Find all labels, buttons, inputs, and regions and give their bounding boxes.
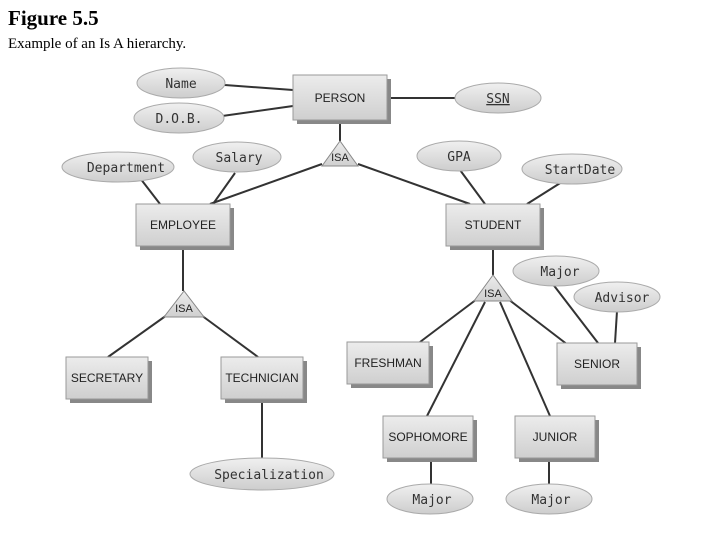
svg-text:Advisor: Advisor <box>595 291 650 306</box>
svg-text:STUDENT: STUDENT <box>465 218 522 232</box>
attribute-specialization: Specialization <box>189 457 335 491</box>
entity-sophomore: SOPHOMORE <box>382 415 477 462</box>
svg-text:ISA: ISA <box>331 152 349 164</box>
entity-freshman: FRESHMAN <box>346 341 433 388</box>
svg-text:SOPHOMORE: SOPHOMORE <box>388 430 467 444</box>
svg-text:Salary: Salary <box>216 151 263 166</box>
isa-person: ISA <box>321 140 359 167</box>
svg-text:Specialization: Specialization <box>214 468 324 483</box>
entity-secretary: SECRETARY <box>65 356 152 403</box>
svg-text:Major: Major <box>412 493 451 508</box>
isa-employee: ISA <box>162 290 206 318</box>
attribute-gpa: GPA <box>416 140 502 172</box>
entity-technician: TECHNICIAN <box>220 356 307 403</box>
svg-text:JUNIOR: JUNIOR <box>533 430 578 444</box>
svg-text:Department: Department <box>87 161 165 176</box>
svg-text:SENIOR: SENIOR <box>574 357 620 371</box>
svg-text:Name: Name <box>165 77 196 92</box>
attribute-dob: D.O.B. <box>133 102 225 134</box>
attribute-junior-major: Major <box>505 483 593 515</box>
svg-text:ISA: ISA <box>484 288 502 300</box>
attribute-salary: Salary <box>192 141 282 173</box>
entity-senior: SENIOR <box>556 342 641 389</box>
svg-text:StartDate: StartDate <box>545 163 616 178</box>
connector-lines <box>107 82 618 485</box>
entity-person: PERSON <box>292 74 391 124</box>
attribute-advisor: Advisor <box>573 281 661 313</box>
entity-junior: JUNIOR <box>514 415 599 462</box>
svg-text:PERSON: PERSON <box>315 91 366 105</box>
figure-caption: Example of an Is A hierarchy. <box>8 36 187 52</box>
svg-text:Major: Major <box>531 493 570 508</box>
attribute-senior-major: Major <box>512 255 600 287</box>
svg-text:FRESHMAN: FRESHMAN <box>354 356 421 370</box>
svg-text:ISA: ISA <box>175 303 193 315</box>
svg-text:SECRETARY: SECRETARY <box>71 371 143 385</box>
figure-title: Figure 5.5 <box>8 6 99 30</box>
attribute-startdate: StartDate <box>521 153 623 185</box>
svg-text:D.O.B.: D.O.B. <box>156 112 203 127</box>
svg-text:EMPLOYEE: EMPLOYEE <box>150 218 216 232</box>
entity-student: STUDENT <box>445 203 544 250</box>
isa-student: ISA <box>473 274 513 302</box>
attribute-ssn: SSN <box>454 82 542 114</box>
attribute-name: Name <box>136 67 226 99</box>
attribute-sophomore-major: Major <box>386 483 474 515</box>
attribute-department: Department <box>61 151 175 183</box>
entity-employee: EMPLOYEE <box>135 203 234 250</box>
svg-text:SSN: SSN <box>486 92 509 107</box>
svg-text:Major: Major <box>540 265 579 280</box>
svg-text:TECHNICIAN: TECHNICIAN <box>225 371 298 385</box>
svg-text:GPA: GPA <box>447 150 471 165</box>
